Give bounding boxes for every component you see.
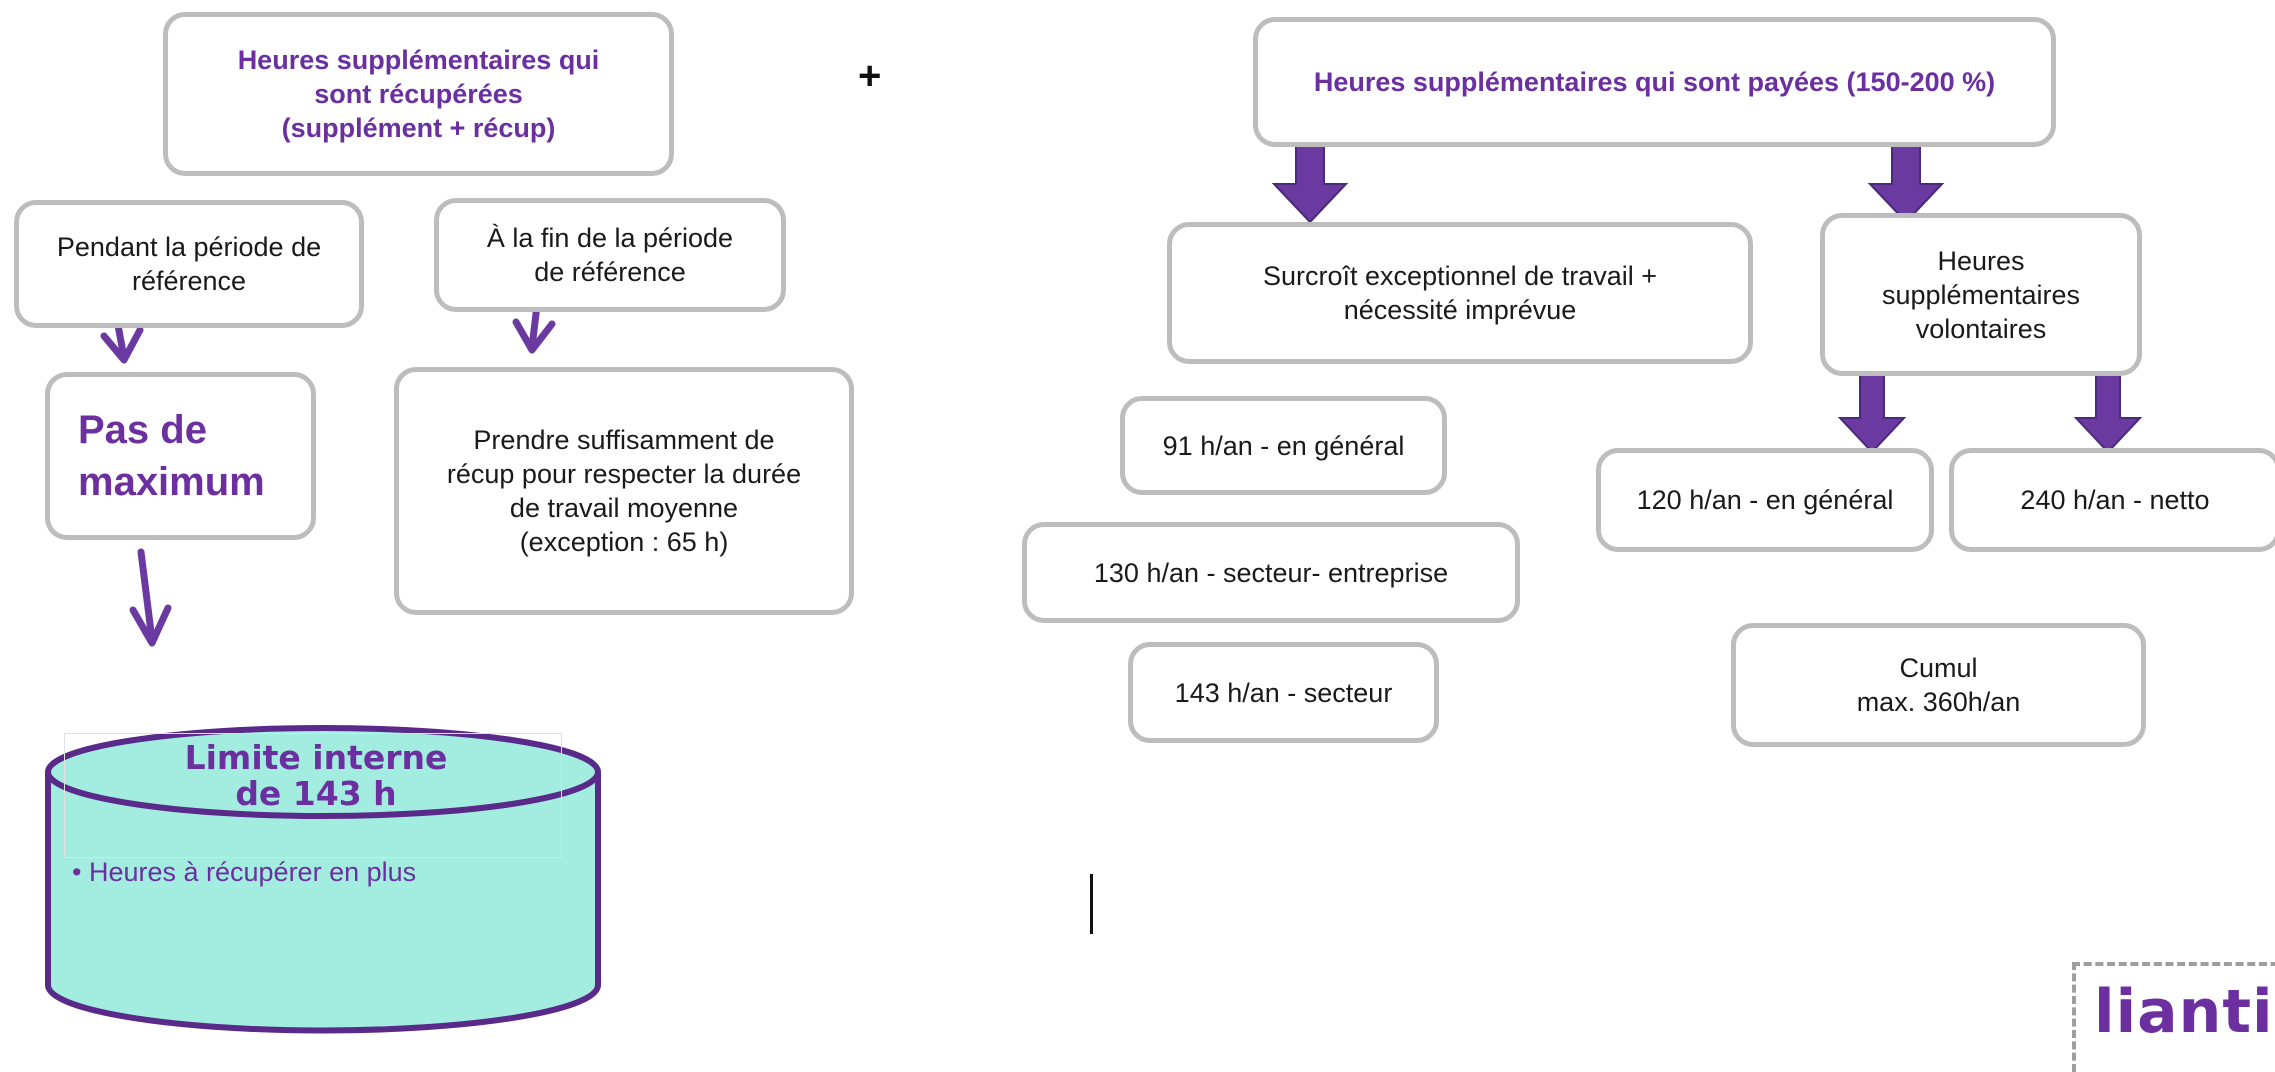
- hours-120-label: 120 h/an - en général: [1636, 485, 1894, 515]
- end-period-label: À la fin de la période de référence: [486, 223, 734, 287]
- arrow-nomax-to-limit: [129, 548, 172, 647]
- hours-91-box: 91 h/an - en général: [1120, 396, 1447, 495]
- no-maximum-box: Pas de maximum: [45, 372, 316, 540]
- no-maximum-label: Pas de maximum: [78, 408, 265, 504]
- cylinder-title-frame: [64, 733, 562, 858]
- surcroit-box: Surcroît exceptionnel de travail + néces…: [1167, 222, 1753, 364]
- internal-limit-bullet: • Heures à récupérer en plus: [72, 857, 417, 887]
- hours-130-box: 130 h/an - secteur- entreprise: [1022, 522, 1520, 623]
- hours-130-label: 130 h/an - secteur- entreprise: [1093, 557, 1449, 588]
- during-period-label: Pendant la période de référence: [56, 232, 322, 296]
- liantis-logo: liantis: [2072, 962, 2275, 1072]
- voluntary-overtime-box: Heures supplémentaires volontaires: [1820, 213, 2142, 376]
- hours-143-label: 143 h/an - secteur: [1174, 677, 1393, 708]
- paid-overtime-title-box: Heures supplémentaires qui sont payées (…: [1253, 17, 2056, 147]
- logo-text: liantis: [2094, 977, 2275, 1047]
- cumul-label: Cumul max. 360h/an: [1856, 653, 2021, 717]
- hours-240-box: 240 h/an - netto: [1949, 448, 2275, 552]
- voluntary-overtime-label: Heures supplémentaires volontaires: [1881, 245, 2081, 344]
- end-period-box: À la fin de la période de référence: [434, 198, 786, 312]
- take-recup-label: Prendre suffisamment de récup pour respe…: [446, 425, 802, 557]
- arrow-volontaires-to-240: [2073, 367, 2143, 454]
- recovered-overtime-title-box: Heures supplémentaires qui sont récupéré…: [163, 12, 674, 176]
- cumul-box: Cumul max. 360h/an: [1731, 623, 2146, 747]
- hours-120-box: 120 h/an - en général: [1596, 448, 1934, 552]
- paid-overtime-title: Heures supplémentaires qui sont payées (…: [1313, 67, 1996, 97]
- arrow-title-to-volontaires: [1867, 137, 1945, 224]
- plus-sign: +: [858, 54, 882, 98]
- internal-limit-title: Limite interne de 143 h: [184, 738, 448, 813]
- arrow-volontaires-to-120: [1837, 367, 1907, 454]
- during-period-box: Pendant la période de référence: [14, 200, 364, 328]
- hours-91-label: 91 h/an - en général: [1162, 430, 1405, 461]
- take-recup-box: Prendre suffisamment de récup pour respe…: [394, 367, 854, 615]
- arrow-title-to-surcroit: [1271, 139, 1349, 224]
- surcroit-label: Surcroît exceptionnel de travail + néces…: [1263, 261, 1657, 325]
- hours-240-label: 240 h/an - netto: [2020, 485, 2210, 515]
- text-cursor: [1090, 874, 1093, 934]
- recovered-overtime-title: Heures supplémentaires qui sont récupéré…: [237, 45, 600, 143]
- hours-143-box: 143 h/an - secteur: [1128, 642, 1439, 743]
